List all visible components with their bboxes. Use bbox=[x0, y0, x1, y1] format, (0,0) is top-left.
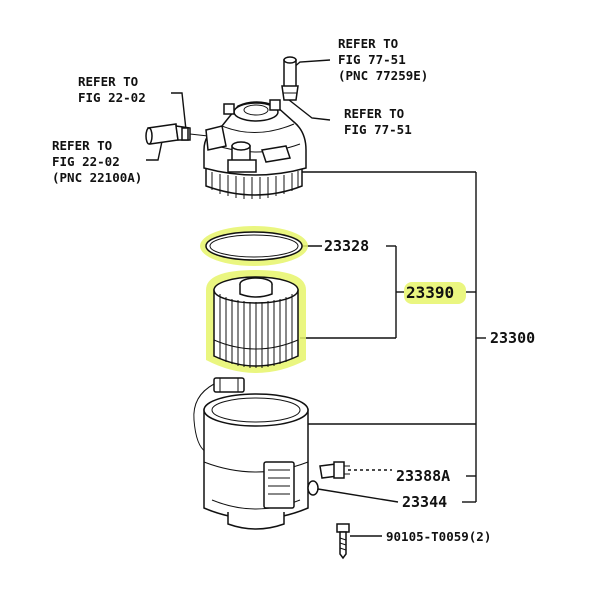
hose-fitting-left bbox=[145, 123, 209, 145]
part-number-23300: 23300 bbox=[490, 329, 535, 347]
ref-mid-left-title: REFER TO bbox=[52, 138, 112, 153]
ref-mid-right-fig: FIG 77-51 bbox=[344, 122, 412, 137]
ref-mid-left-fig: FIG 22-02 bbox=[52, 154, 120, 169]
filter-bowl bbox=[193, 377, 309, 530]
filter-head-housing bbox=[203, 99, 307, 199]
ref-top-left-fig: FIG 22-02 bbox=[78, 90, 146, 105]
o-ring-23328 bbox=[200, 226, 308, 266]
ref-top-right-title: REFER TO bbox=[338, 36, 398, 51]
ref-top-left-title: REFER TO bbox=[78, 74, 138, 89]
part-number-90105: 90105-T0059(2) bbox=[386, 529, 491, 544]
ref-mid-right-title: REFER TO bbox=[344, 106, 404, 121]
o-ring-23344 bbox=[307, 480, 319, 496]
ref-top-right-fig: FIG 77-51 bbox=[338, 52, 406, 67]
bolt-90105 bbox=[336, 523, 350, 560]
part-number-23388A: 23388A bbox=[396, 467, 450, 485]
hose-fitting-top bbox=[281, 56, 299, 101]
part-number-23390: 23390 bbox=[406, 283, 454, 302]
ref-top-right-pnc: (PNC 77259E) bbox=[338, 68, 428, 83]
drain-plug-23388A bbox=[319, 461, 350, 479]
part-23390-label-highlight bbox=[404, 282, 466, 304]
part-number-23328: 23328 bbox=[324, 237, 369, 255]
filter-element-23390 bbox=[206, 270, 306, 373]
part-number-23344: 23344 bbox=[402, 493, 447, 511]
ref-mid-left-pnc: (PNC 22100A) bbox=[52, 170, 142, 185]
